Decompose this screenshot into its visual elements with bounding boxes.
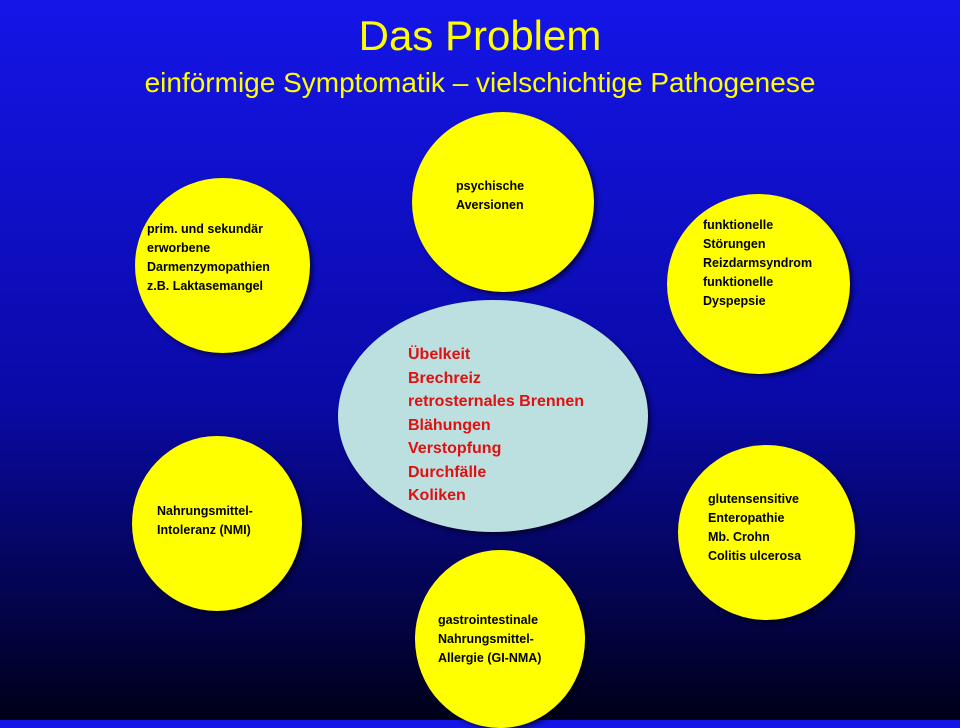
page-subtitle: einförmige Symptomatik – vielschichtige … (144, 67, 816, 98)
bubble-glutensensitive-enteropathie: glutensensitive Enteropathie Mb. Crohn C… (678, 445, 855, 620)
bubble-line: gastrointestinale (438, 613, 539, 627)
symptom-item: retrosternales Brennen (408, 393, 585, 410)
symptom-item: Koliken (408, 487, 466, 504)
bubble-gastrointestinale-allergie: gastrointestinale Nahrungsmittel- Allerg… (415, 550, 585, 728)
bubble-line: glutensensitive (708, 492, 799, 506)
bubble-line: psychische (456, 179, 525, 193)
bubble-line: funktionelle (703, 218, 774, 232)
symptom-item: Verstopfung (408, 440, 502, 457)
bubble-line: Nahrungsmittel- (157, 504, 253, 518)
bubble-line: z.B. Laktasemangel (147, 279, 264, 293)
bubble-line: Störungen (703, 237, 766, 251)
page-title: Das Problem (358, 12, 602, 59)
bubble-line: Intoleranz (NMI) (157, 523, 251, 537)
bubble-psychische-aversionen: psychische Aversionen (412, 112, 594, 292)
bubble-line: Reizdarmsyndrom (703, 256, 813, 270)
bubble-line: Enteropathie (708, 511, 785, 525)
bubble-line: Mb. Crohn (708, 530, 770, 544)
symptom-item: Brechreiz (408, 369, 481, 387)
bubble-darmenzymopathien: prim. und sekundär erworbene Darmenzymop… (135, 178, 310, 353)
bubble-line: prim. und sekundär (147, 222, 263, 236)
bubble-line: Colitis ulcerosa (708, 549, 802, 563)
symptom-item: Blähungen (408, 416, 491, 434)
bubble-funktionelle-stoerungen: funktionelle Störungen Reizdarmsyndrom f… (667, 194, 850, 374)
center-symptoms-ellipse: Übelkeit Brechreiz retrosternales Brenne… (338, 300, 648, 532)
symptom-item: Übelkeit (408, 346, 471, 363)
bubble-line: Nahrungsmittel- (438, 632, 534, 646)
bubble-line: funktionelle (703, 275, 774, 289)
bubble-nahrungsmittel-intoleranz: Nahrungsmittel- Intoleranz (NMI) (132, 436, 302, 611)
bubble-line: Dyspepsie (703, 294, 766, 308)
bubble-line: erworbene (147, 241, 211, 255)
bubble-line: Aversionen (456, 198, 524, 212)
bubble-line: Darmenzymopathien (147, 260, 270, 274)
symptom-item: Durchfälle (408, 463, 487, 481)
bubble-line: Allergie (GI-NMA) (438, 651, 542, 665)
